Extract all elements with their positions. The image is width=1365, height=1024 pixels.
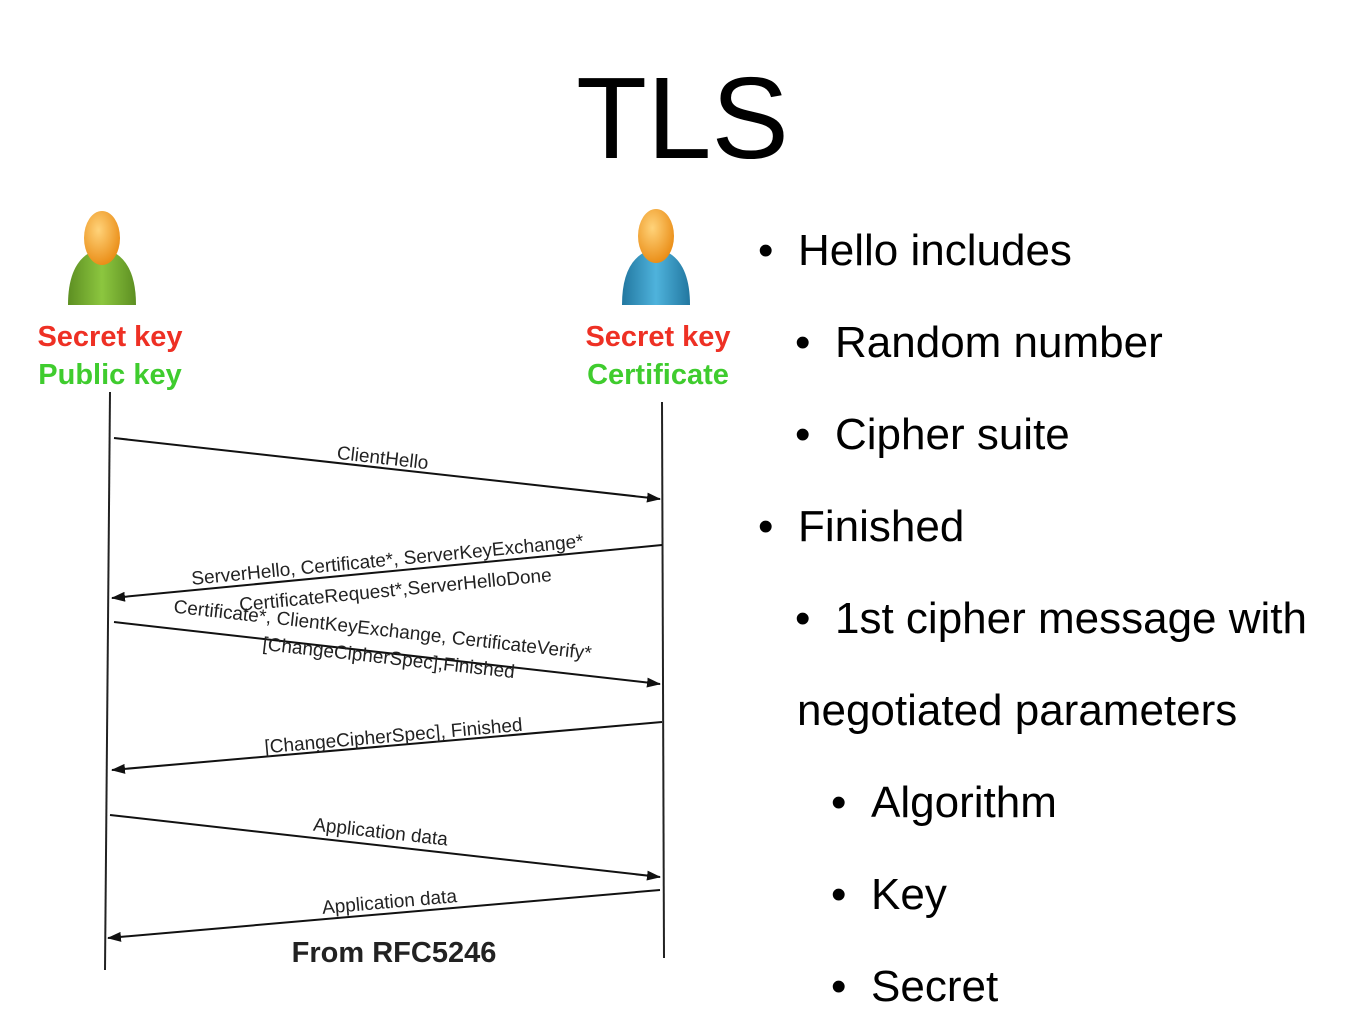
bullet-first-cipher-message-cont: negotiated parameters <box>797 689 1237 733</box>
bullet-text: Cipher suite <box>835 410 1070 459</box>
bullet-cipher-suite: • Cipher suite <box>795 413 1070 457</box>
client-key-exchange-arrow <box>113 621 661 688</box>
bullet-dot-icon: • <box>758 226 774 275</box>
server-hello-arrow <box>111 544 663 602</box>
client-lifeline <box>104 391 111 971</box>
bullet-text: Hello includes <box>798 226 1072 275</box>
bullet-dot-icon: • <box>795 594 811 643</box>
bullet-dot-icon: • <box>795 318 811 367</box>
bullet-algorithm: • Algorithm <box>831 781 1057 825</box>
tls-handshake-diagram: Secret key Public key Secret key Certifi… <box>37 209 731 971</box>
server-secret-key-label: Secret key <box>585 321 730 353</box>
server-finished-label: [ChangeCipherSpec], Finished <box>264 715 524 758</box>
slide-title: TLS <box>576 53 789 183</box>
client-hello-arrow <box>113 437 661 503</box>
bullet-text: Key <box>871 870 947 919</box>
rfc-credit: From RFC5246 <box>292 937 497 969</box>
server-person-icon <box>622 209 690 305</box>
server-lifeline <box>661 401 665 959</box>
bullet-first-cipher-message: • 1st cipher message with <box>795 597 1307 641</box>
bullet-text: Random number <box>835 318 1163 367</box>
bullet-text: Algorithm <box>871 778 1057 827</box>
client-person-icon <box>68 211 136 305</box>
bullet-finished: • Finished <box>758 505 964 549</box>
client-secret-key-label: Secret key <box>37 321 182 353</box>
server-finished-arrow <box>111 721 663 774</box>
app-data-arrow-1 <box>109 814 661 881</box>
bullet-hello-includes: • Hello includes <box>758 229 1072 273</box>
bullet-random-number: • Random number <box>795 321 1163 365</box>
bullet-text: 1st cipher message with <box>835 594 1307 643</box>
server-certificate-label: Certificate <box>587 359 729 391</box>
bullet-text: Finished <box>798 502 965 551</box>
bullet-dot-icon: • <box>795 410 811 459</box>
bullet-dot-icon: • <box>831 962 847 1011</box>
bullet-dot-icon: • <box>831 870 847 919</box>
bullet-text: negotiated parameters <box>797 686 1238 735</box>
bullet-secret: • Secret <box>831 965 998 1009</box>
bullet-dot-icon: • <box>758 502 774 551</box>
bullet-dot-icon: • <box>831 778 847 827</box>
app-data-arrow-2 <box>107 889 661 942</box>
client-hello-label: ClientHello <box>336 443 430 474</box>
bullet-text: Secret <box>871 962 999 1011</box>
bullet-key: • Key <box>831 873 947 917</box>
client-public-key-label: Public key <box>38 359 181 391</box>
